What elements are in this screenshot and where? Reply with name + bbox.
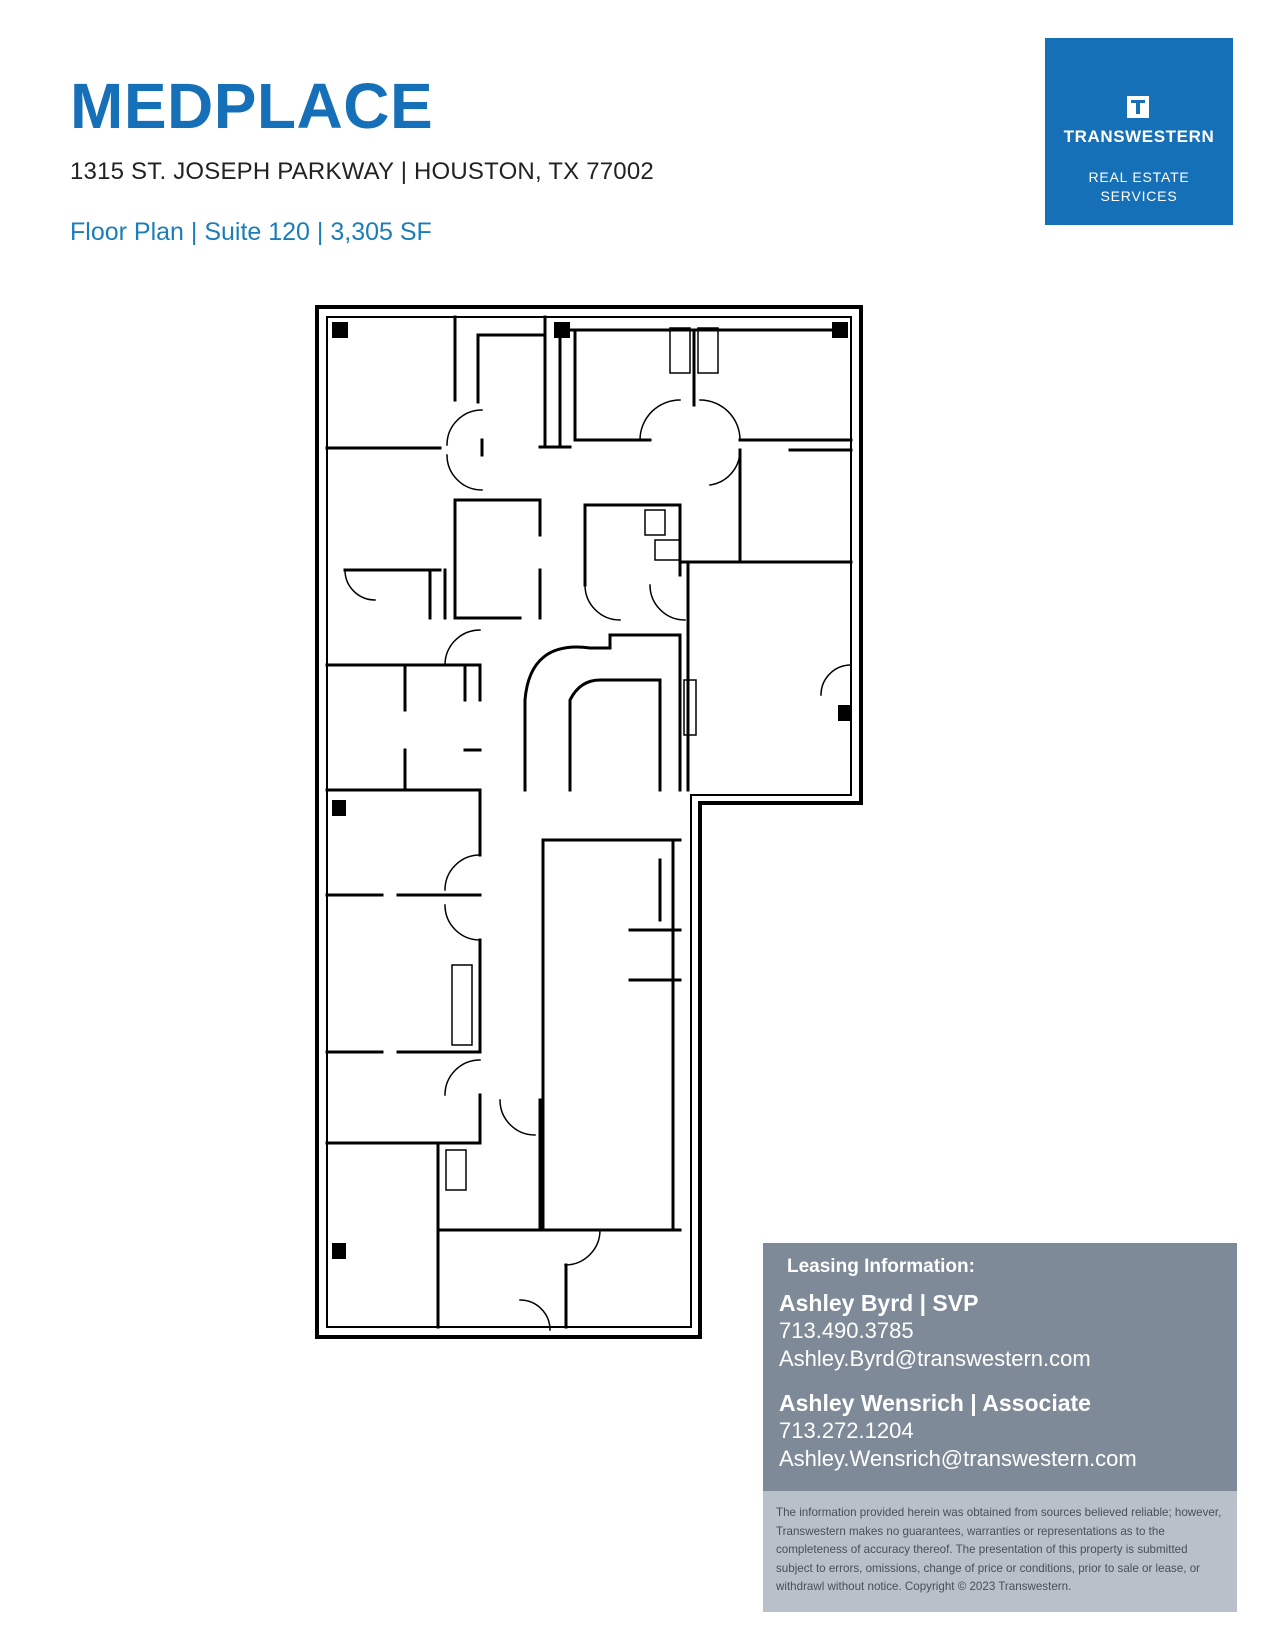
agent-card: Ashley Wensrich | Associate 713.272.1204… xyxy=(779,1389,1137,1473)
logo-tagline-line-2: SERVICES xyxy=(1100,188,1178,204)
transwestern-logo: TRANSWESTERN REAL ESTATE SERVICES xyxy=(1045,38,1233,225)
interior-walls xyxy=(325,315,853,1329)
leasing-information-panel: Leasing Information: Ashley Byrd | SVP 7… xyxy=(763,1243,1237,1491)
floor-plan-subtitle: Floor Plan | Suite 120 | 3,305 SF xyxy=(70,218,432,246)
agent-phone[interactable]: 713.490.3785 xyxy=(779,1318,914,1343)
agent-name: Ashley Byrd | SVP xyxy=(779,1290,979,1316)
agent-card: Ashley Byrd | SVP 713.490.3785 Ashley.By… xyxy=(779,1289,1091,1373)
logo-name: TRANSWESTERN xyxy=(1063,127,1215,146)
logo-tagline: REAL ESTATE SERVICES xyxy=(1045,168,1233,206)
door-swings xyxy=(344,399,852,1331)
transwestern-t-icon xyxy=(1127,96,1149,118)
agent-phone[interactable]: 713.272.1204 xyxy=(779,1418,914,1443)
leasing-heading: Leasing Information: xyxy=(787,1256,975,1277)
disclaimer-text: The information provided herein was obta… xyxy=(763,1491,1237,1612)
agent-email[interactable]: Ashley.Wensrich@transwestern.com xyxy=(779,1446,1137,1471)
page-title: MEDPLACE xyxy=(70,70,434,142)
floor-plan-drawing xyxy=(315,305,863,1339)
exterior-walls xyxy=(315,305,863,1339)
agent-email[interactable]: Ashley.Byrd@transwestern.com xyxy=(779,1346,1091,1371)
fixtures xyxy=(445,327,719,1191)
logo-tagline-line-1: REAL ESTATE xyxy=(1088,169,1190,185)
property-address: 1315 ST. JOSEPH PARKWAY | HOUSTON, TX 77… xyxy=(70,158,654,185)
agent-name: Ashley Wensrich | Associate xyxy=(779,1390,1091,1416)
structural-columns xyxy=(332,322,852,1259)
